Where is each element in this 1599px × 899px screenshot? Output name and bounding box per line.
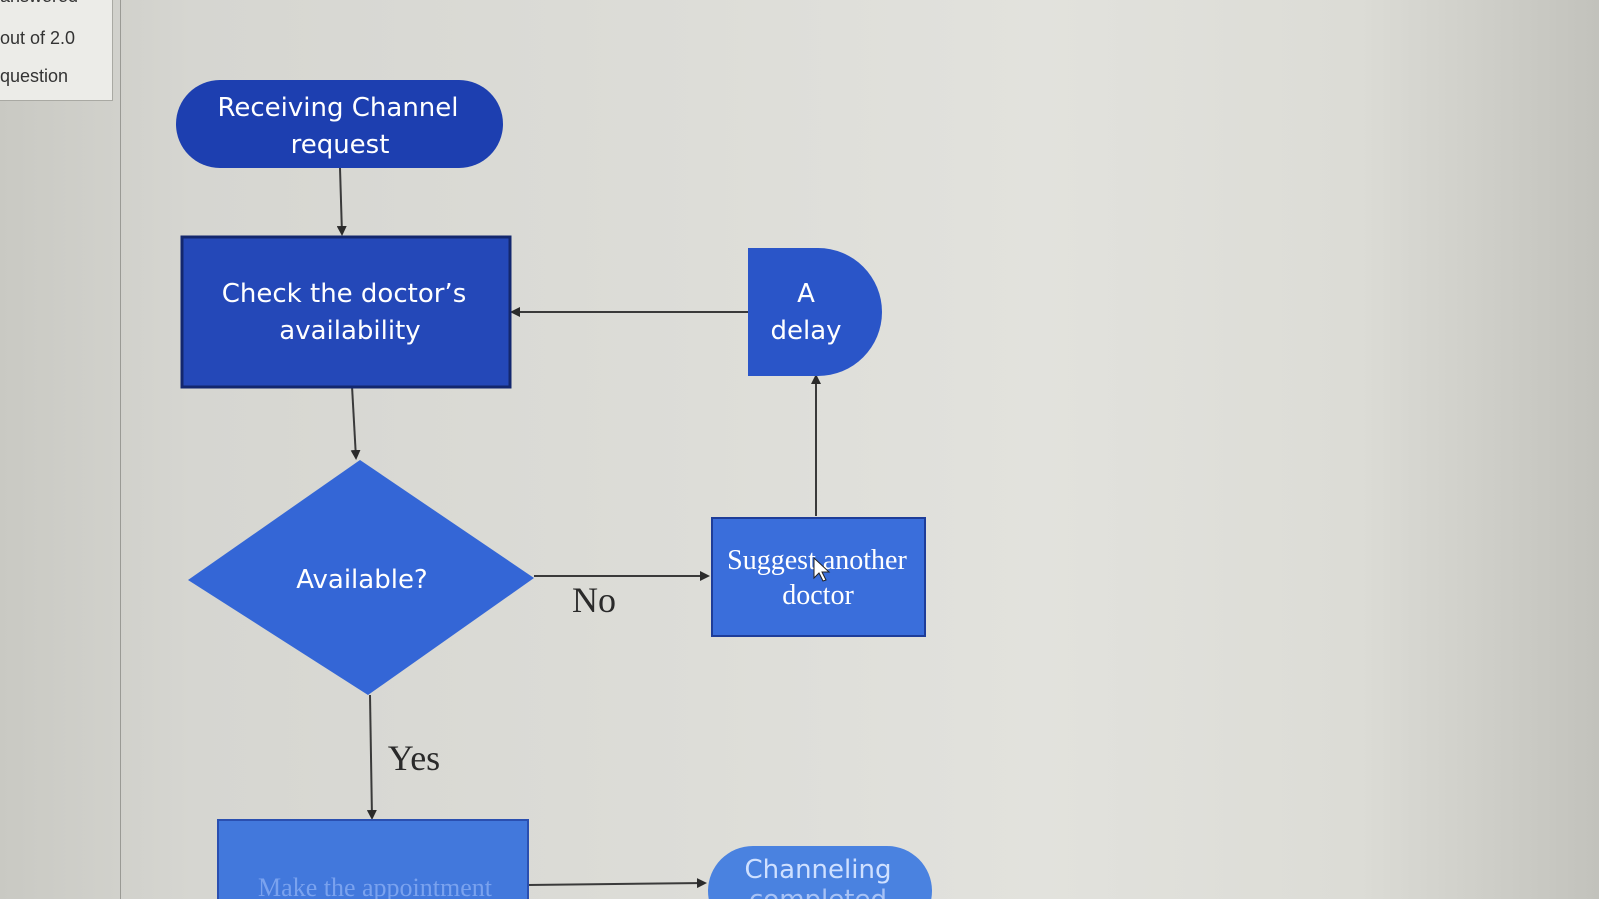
question-mark: out of 2.0	[0, 28, 76, 48]
appointment-label: Make the appointment	[258, 873, 493, 899]
delay-node: A delay	[748, 248, 882, 376]
delay-label-line2: delay	[770, 316, 841, 346]
end-label-line1: Channeling	[745, 855, 892, 885]
connector-check-to-decision	[350, 385, 361, 460]
check-availability-process: Check the doctor’s availability	[180, 235, 512, 389]
end-terminator: Channeling completed	[708, 846, 932, 899]
question-status: answered	[0, 0, 78, 7]
delay-shape	[748, 248, 882, 376]
suggest-shape	[711, 517, 926, 637]
decision-diamond: Available?	[188, 460, 534, 695]
connector-start-to-check	[336, 167, 347, 236]
appointment-shape	[217, 819, 529, 899]
check-label-line2: availability	[279, 316, 420, 346]
content-border	[120, 0, 121, 899]
connector-yes-branch	[366, 694, 377, 820]
suggest-another-doctor-process: Suggest another doctor	[711, 517, 926, 637]
start-label-line1: Receiving Channel	[217, 93, 458, 123]
decision-label: Available?	[296, 565, 428, 595]
start-terminator: Receiving Channel request	[176, 80, 503, 168]
no-branch-label: No	[572, 580, 616, 620]
flag-question-link[interactable]: question	[0, 66, 69, 86]
yes-branch-label: Yes	[388, 738, 440, 778]
make-appointment-process: Make the appointment	[217, 819, 529, 899]
connectors	[336, 167, 821, 889]
decision-shape	[188, 460, 534, 695]
mouse-cursor-icon	[813, 556, 831, 582]
check-shape	[180, 235, 512, 389]
start-shape	[176, 80, 503, 168]
end-shape	[708, 846, 932, 899]
question-info-panel: answered out of 2.0 question	[0, 0, 113, 101]
end-label-line2: completed	[749, 885, 887, 899]
suggest-label-line2: doctor	[782, 580, 854, 611]
start-label-line2: request	[291, 130, 390, 160]
connector-appointment-to-end	[527, 878, 707, 889]
delay-label-line1: A	[797, 279, 815, 309]
check-label-line1: Check the doctor’s	[222, 279, 467, 309]
